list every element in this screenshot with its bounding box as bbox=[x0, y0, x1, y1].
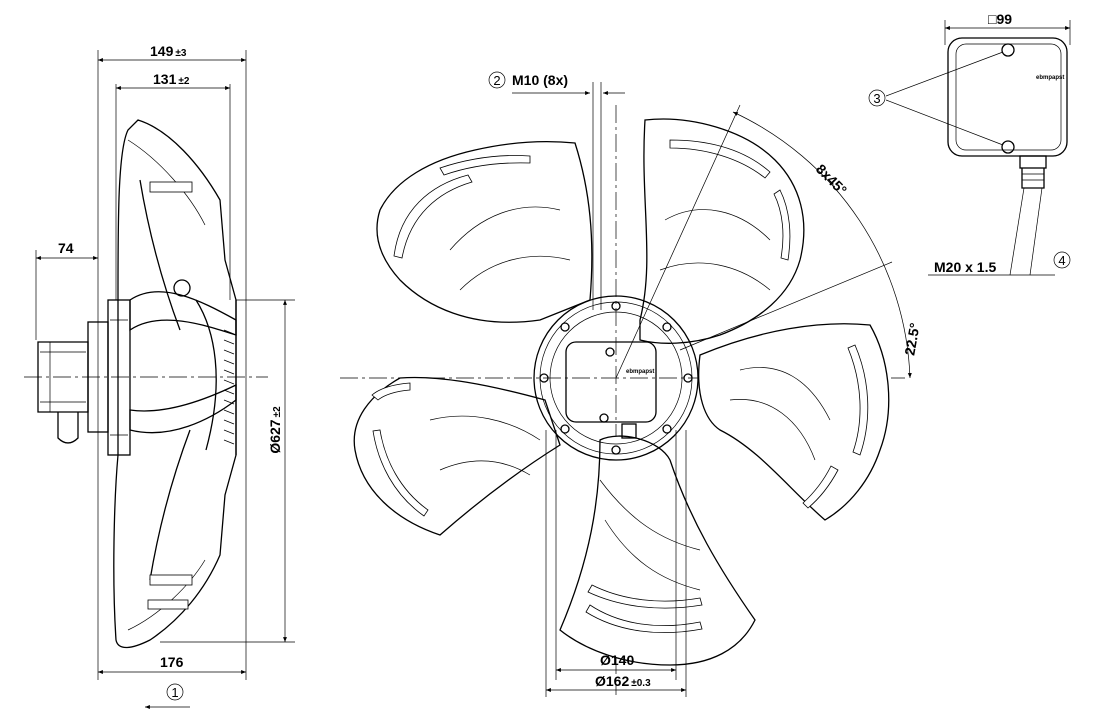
box-body-detail bbox=[947, 37, 1068, 157]
cooling-fins-side bbox=[223, 329, 235, 445]
terminal-box-detail: □99 ebmpapst 3 M20 x 1.5 4 bbox=[868, 11, 1071, 276]
callout-3-leader-bottom bbox=[885, 99, 1004, 146]
blade-side-1 bbox=[129, 291, 237, 336]
blade-side-edges bbox=[139, 179, 191, 581]
slot-side-2 bbox=[149, 574, 193, 586]
dim-99-label: □99 bbox=[988, 11, 1012, 27]
hub-bolts bbox=[539, 301, 693, 455]
side-view-dimensions: 149±3 131±2 74 Ø627±2 176 1 bbox=[35, 43, 295, 709]
guard-profile-side bbox=[113, 119, 237, 649]
box-screw-bottom-detail bbox=[1001, 140, 1015, 154]
dim-627-label: Ø627±2 bbox=[267, 406, 283, 454]
bearing-side bbox=[173, 279, 191, 297]
dim-162-label: Ø162±0.3 bbox=[595, 673, 651, 689]
blade-bottom bbox=[559, 435, 756, 666]
callout-1-circle bbox=[166, 683, 184, 701]
box-screw-top bbox=[605, 347, 615, 357]
blade-upper-left bbox=[376, 141, 593, 323]
gland-nut-detail bbox=[1019, 155, 1047, 169]
gland-thread-label: M20 x 1.5 bbox=[934, 259, 996, 275]
terminal-box-front bbox=[565, 341, 657, 423]
front-view: ebmpapst 2 M10 (8x) 8x45° 22.5° Ø140 Ø16… bbox=[340, 71, 923, 697]
hub-inner bbox=[549, 311, 683, 445]
arc-8x45 bbox=[732, 111, 912, 379]
box-screw-bottom bbox=[599, 413, 609, 423]
side-view bbox=[24, 119, 268, 649]
hub-outer bbox=[533, 295, 699, 461]
blade-side-2 bbox=[129, 383, 237, 434]
callout-3-label: 3 bbox=[873, 91, 880, 106]
slot-side-3 bbox=[147, 599, 189, 610]
dim-74-label: 74 bbox=[58, 240, 74, 256]
callout-2-label: 2 bbox=[493, 73, 500, 88]
dim-131-label: 131±2 bbox=[153, 71, 190, 87]
dim-140-label: Ø140 bbox=[600, 652, 634, 668]
terminal-box-side-detail bbox=[40, 342, 86, 412]
callout-1-label: 1 bbox=[171, 685, 178, 700]
cable-gland-front bbox=[621, 423, 637, 439]
gland-body-detail bbox=[1021, 168, 1045, 189]
motor-body-side bbox=[107, 299, 131, 456]
blade-upper-right bbox=[639, 118, 805, 344]
motor-brand-label: ebmpapst bbox=[626, 369, 654, 375]
blade-lower-left bbox=[353, 376, 561, 536]
blade-right bbox=[698, 323, 890, 521]
callout-3-circle bbox=[868, 89, 886, 107]
dim-149-label: 149±3 bbox=[150, 43, 187, 59]
dim-8x45-label: 8x45° bbox=[813, 161, 850, 198]
callout-2-circle bbox=[488, 71, 506, 89]
box-brand-label: ebmpapst bbox=[1036, 75, 1064, 81]
dim-176-label: 176 bbox=[160, 654, 184, 670]
box-lid-detail bbox=[955, 43, 1062, 151]
box-screw-top-detail bbox=[1001, 43, 1015, 57]
thread-label: M10 (8x) bbox=[512, 72, 568, 88]
guard-inner-side bbox=[127, 139, 206, 631]
callout-3-leader-top bbox=[885, 51, 1004, 97]
blade-side-front bbox=[195, 299, 217, 451]
gland-thread-detail bbox=[1022, 173, 1044, 181]
callout-4-circle bbox=[1053, 251, 1071, 269]
slot-side-1 bbox=[149, 181, 193, 193]
callout-4-label: 4 bbox=[1058, 253, 1065, 268]
dim-22-5-label: 22.5° bbox=[901, 322, 922, 357]
motor-side-detail bbox=[110, 319, 128, 436]
cable-gland-side bbox=[57, 412, 79, 444]
